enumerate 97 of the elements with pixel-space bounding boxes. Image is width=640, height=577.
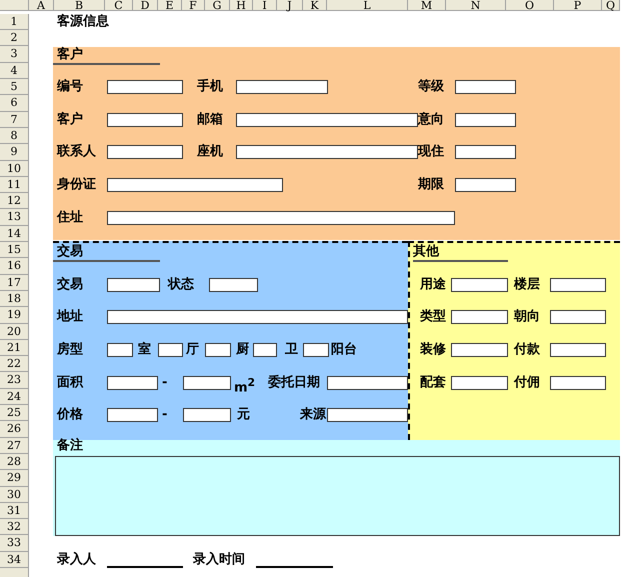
section-heading: 备注 — [57, 438, 83, 454]
field-label: - — [162, 407, 168, 424]
field-label: 用途 — [420, 276, 446, 293]
column-header: O — [506, 0, 554, 11]
row-header: 22 — [0, 356, 29, 372]
row-header: 21 — [0, 340, 29, 356]
column-header: B — [54, 0, 105, 11]
field-label: 面积 — [57, 374, 83, 391]
row-header: 18 — [0, 290, 29, 308]
section-heading: 交易 — [53, 244, 160, 262]
row-header: 29 — [0, 470, 29, 487]
column-header: M — [408, 0, 446, 11]
column-header: Q — [602, 0, 620, 11]
row-header: 14 — [0, 226, 29, 242]
column-header: L — [327, 0, 408, 11]
row-header: 25 — [0, 405, 29, 422]
field-label: 类型 — [420, 309, 446, 326]
row-header: 1 — [0, 14, 29, 30]
field-label: 价格 — [57, 407, 83, 424]
column-header: E — [158, 0, 182, 11]
row-header: 9 — [0, 144, 29, 161]
column-header: D — [133, 0, 158, 11]
field-label: 卫 — [285, 342, 298, 358]
row-header: 23 — [0, 372, 29, 389]
column-header: F — [182, 0, 205, 11]
row-header: 20 — [0, 324, 29, 340]
row-header: 2 — [0, 30, 29, 46]
column-header: K — [303, 0, 327, 11]
row-header: 17 — [0, 274, 29, 291]
field-label: 交易 — [57, 276, 83, 293]
field-label: 等级 — [418, 79, 444, 96]
field-label: 现住 — [418, 144, 444, 160]
field-label: 客户 — [57, 112, 83, 128]
field-label: 身份证 — [57, 177, 96, 193]
row-header: 15 — [0, 242, 29, 258]
field-label: m$^{2}$ — [234, 374, 256, 396]
column-header: P — [554, 0, 602, 11]
column-header: N — [446, 0, 506, 11]
form-title: 客源信息 — [57, 14, 109, 30]
column-header: J — [277, 0, 303, 11]
field-label: 邮箱 — [197, 112, 223, 128]
field-label: 厨 — [236, 342, 249, 358]
row-header: 6 — [0, 95, 29, 112]
row-header: 28 — [0, 454, 29, 470]
row-header: 8 — [0, 128, 29, 144]
field-label: 地址 — [57, 309, 83, 326]
row-header: 32 — [0, 519, 29, 536]
row-header: 24 — [0, 388, 29, 406]
field-label: 付佣 — [514, 374, 540, 391]
field-label: 装修 — [420, 342, 446, 358]
row-header: 7 — [0, 112, 29, 128]
field-label: 委托日期 — [268, 374, 320, 391]
row-header: 27 — [0, 438, 29, 454]
field-label: - — [162, 374, 168, 391]
row-header: 31 — [0, 502, 29, 520]
field-label: 意向 — [418, 112, 444, 128]
field-label: 联系人 — [57, 144, 96, 160]
column-header: I — [253, 0, 277, 11]
other-section-panel — [408, 241, 620, 440]
row-header: 34 — [0, 552, 29, 568]
field-label: 住址 — [57, 210, 83, 226]
field-label: 配套 — [420, 374, 446, 391]
field-label: 室 — [138, 342, 151, 358]
field-label: 座机 — [197, 144, 223, 160]
field-label: 编号 — [57, 79, 83, 96]
row-header: 3 — [0, 46, 29, 63]
row-header: 26 — [0, 421, 29, 438]
field-label: 期限 — [418, 177, 444, 193]
row-header: 10 — [0, 160, 29, 177]
field-label: 录入时间 — [193, 552, 245, 568]
section-heading: 其他 — [413, 244, 508, 262]
field-label: 元 — [237, 407, 250, 424]
field-label: 楼层 — [514, 276, 540, 293]
field-label: 来源 — [300, 407, 326, 424]
row-header: 5 — [0, 79, 29, 96]
column-header: H — [230, 0, 253, 11]
column-header: A — [29, 0, 54, 11]
field-label: 录入人 — [57, 552, 96, 568]
column-header: G — [205, 0, 230, 11]
column-header: C — [105, 0, 133, 11]
row-header: 33 — [0, 535, 29, 552]
field-label: 阳台 — [331, 342, 357, 358]
field-label: 付款 — [514, 342, 540, 358]
row-header: 19 — [0, 307, 29, 324]
row-header: 11 — [0, 176, 29, 194]
section-heading: 客户 — [53, 46, 160, 65]
field-label: 房型 — [57, 342, 83, 358]
field-label: 手机 — [197, 79, 223, 96]
row-header: 4 — [0, 62, 29, 80]
row-header: 16 — [0, 258, 29, 275]
field-label: 状态 — [168, 276, 194, 293]
row-header: 12 — [0, 193, 29, 210]
field-label: 厅 — [186, 342, 199, 358]
customer-section-panel — [53, 47, 620, 240]
field-label: 朝向 — [514, 309, 540, 326]
row-header: 13 — [0, 209, 29, 226]
row-header: 30 — [0, 486, 29, 503]
